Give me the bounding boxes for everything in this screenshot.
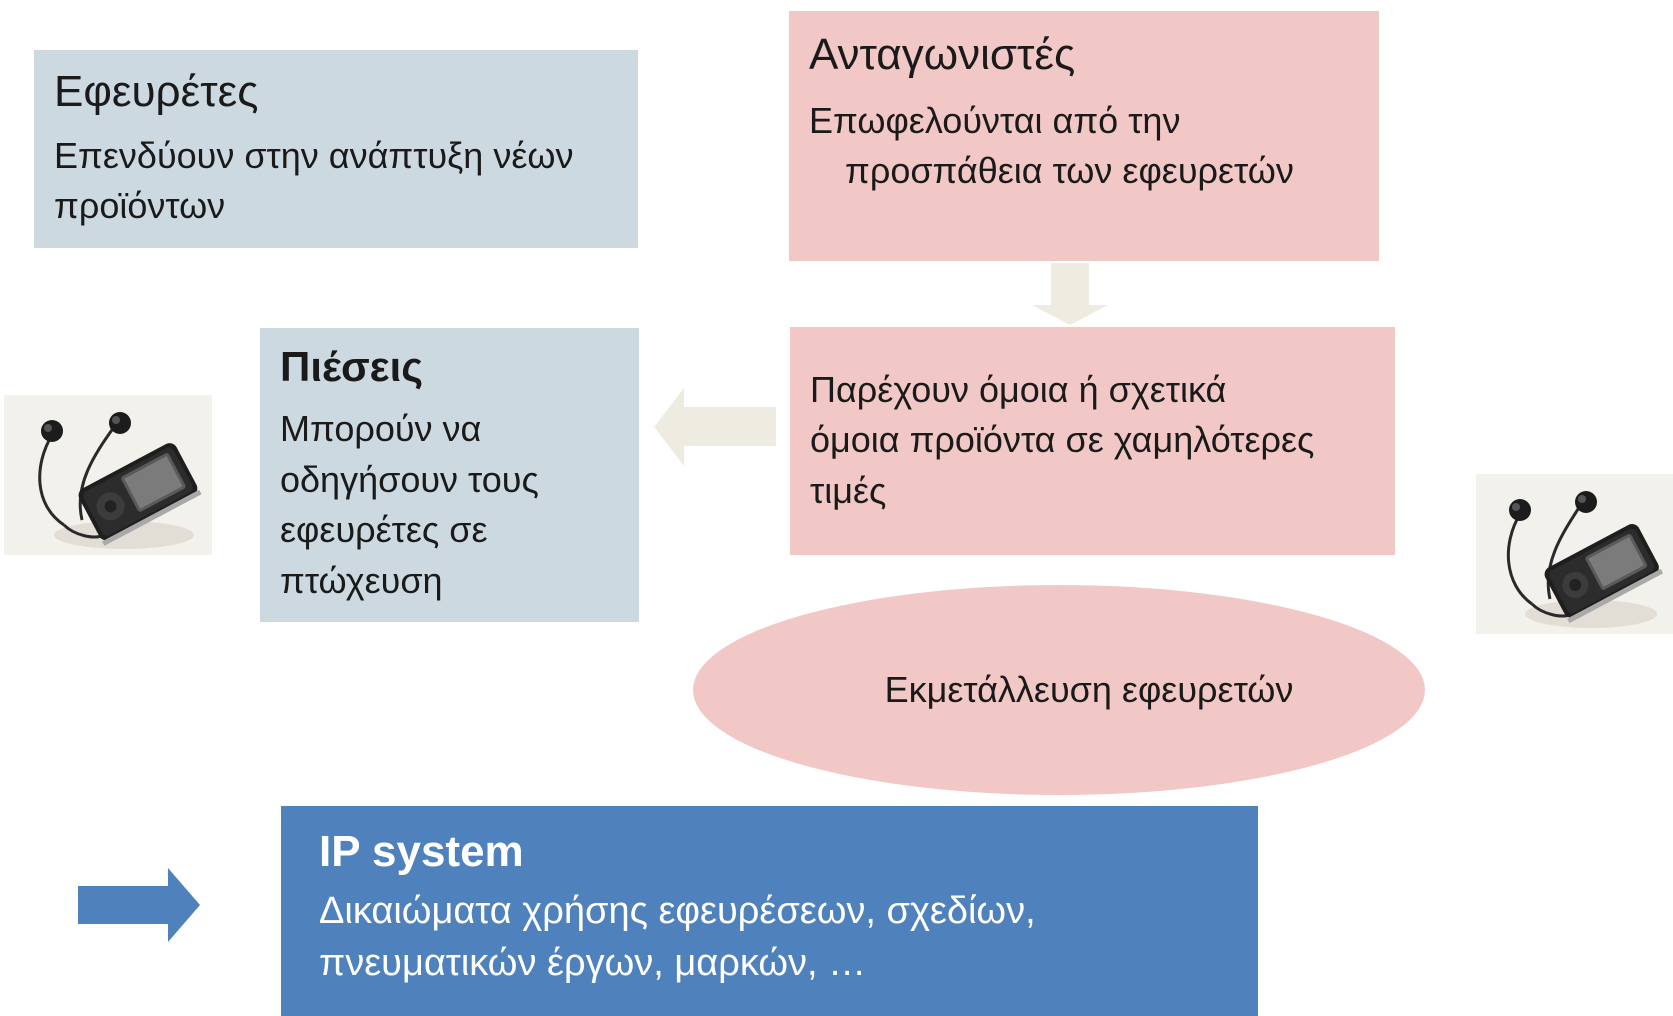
inventors-title: Εφευρέτες bbox=[54, 67, 259, 116]
cheaper-products-box: Παρέχουν όμοια ή σχετικά όμοια προϊόντα … bbox=[790, 327, 1395, 555]
products-line-3: τιμές bbox=[810, 469, 887, 511]
pressures-box: Πιέσεις Μπορούν να οδηγήσουν τους εφευρέ… bbox=[260, 328, 639, 622]
competitors-title: Ανταγωνιστές bbox=[809, 30, 1076, 79]
pressures-line-1: Μπορούν να bbox=[280, 408, 482, 450]
mp3-player-photo-right bbox=[1476, 474, 1673, 634]
mp3-player-icon bbox=[4, 395, 212, 555]
products-line-1: Παρέχουν όμοια ή σχετικά bbox=[810, 369, 1227, 410]
products-line-2: όμοια προϊόντα σε χαμηλότερες bbox=[810, 419, 1315, 461]
pressures-line-4: πτώχευση bbox=[280, 559, 443, 601]
mp3-player-photo-left bbox=[4, 395, 212, 555]
inventors-line-1: Επενδύουν στην ανάπτυξη νέων bbox=[54, 134, 574, 176]
ip-system-box: IP system Δικαιώματα χρήσης εφευρέσεων, … bbox=[281, 806, 1258, 1016]
pressures-title: Πιέσεις bbox=[280, 343, 424, 390]
left-arrow-icon bbox=[654, 388, 776, 466]
ip-system-line-2: πνευματικών έργων, μαρκών, … bbox=[319, 942, 867, 985]
exploitation-label: Εκμετάλλευση εφευρετών bbox=[884, 669, 1294, 710]
ip-system-line-1: Δικαιώματα χρήσης εφευρέσεων, σχεδίων, bbox=[319, 889, 1036, 932]
down-arrow-icon bbox=[1032, 263, 1108, 325]
competitors-box: Ανταγωνιστές Επωφελούνται από την προσπά… bbox=[789, 11, 1379, 261]
pressures-line-3: εφευρέτες σε bbox=[280, 509, 488, 551]
inventors-line-2: προϊόντων bbox=[54, 185, 226, 227]
pressures-line-2: οδηγήσουν τους bbox=[280, 458, 539, 500]
competitors-line-1: Επωφελούνται από την bbox=[809, 99, 1181, 141]
competitors-line-2: προσπάθεια των εφευρετών bbox=[845, 150, 1294, 192]
ip-system-title: IP system bbox=[319, 827, 524, 876]
exploitation-ellipse: Εκμετάλλευση εφευρετών bbox=[693, 585, 1425, 795]
inventors-box: Εφευρέτες Επενδύουν στην ανάπτυξη νέων π… bbox=[34, 50, 638, 248]
right-arrow-icon bbox=[78, 868, 200, 942]
mp3-player-icon bbox=[1476, 474, 1673, 634]
